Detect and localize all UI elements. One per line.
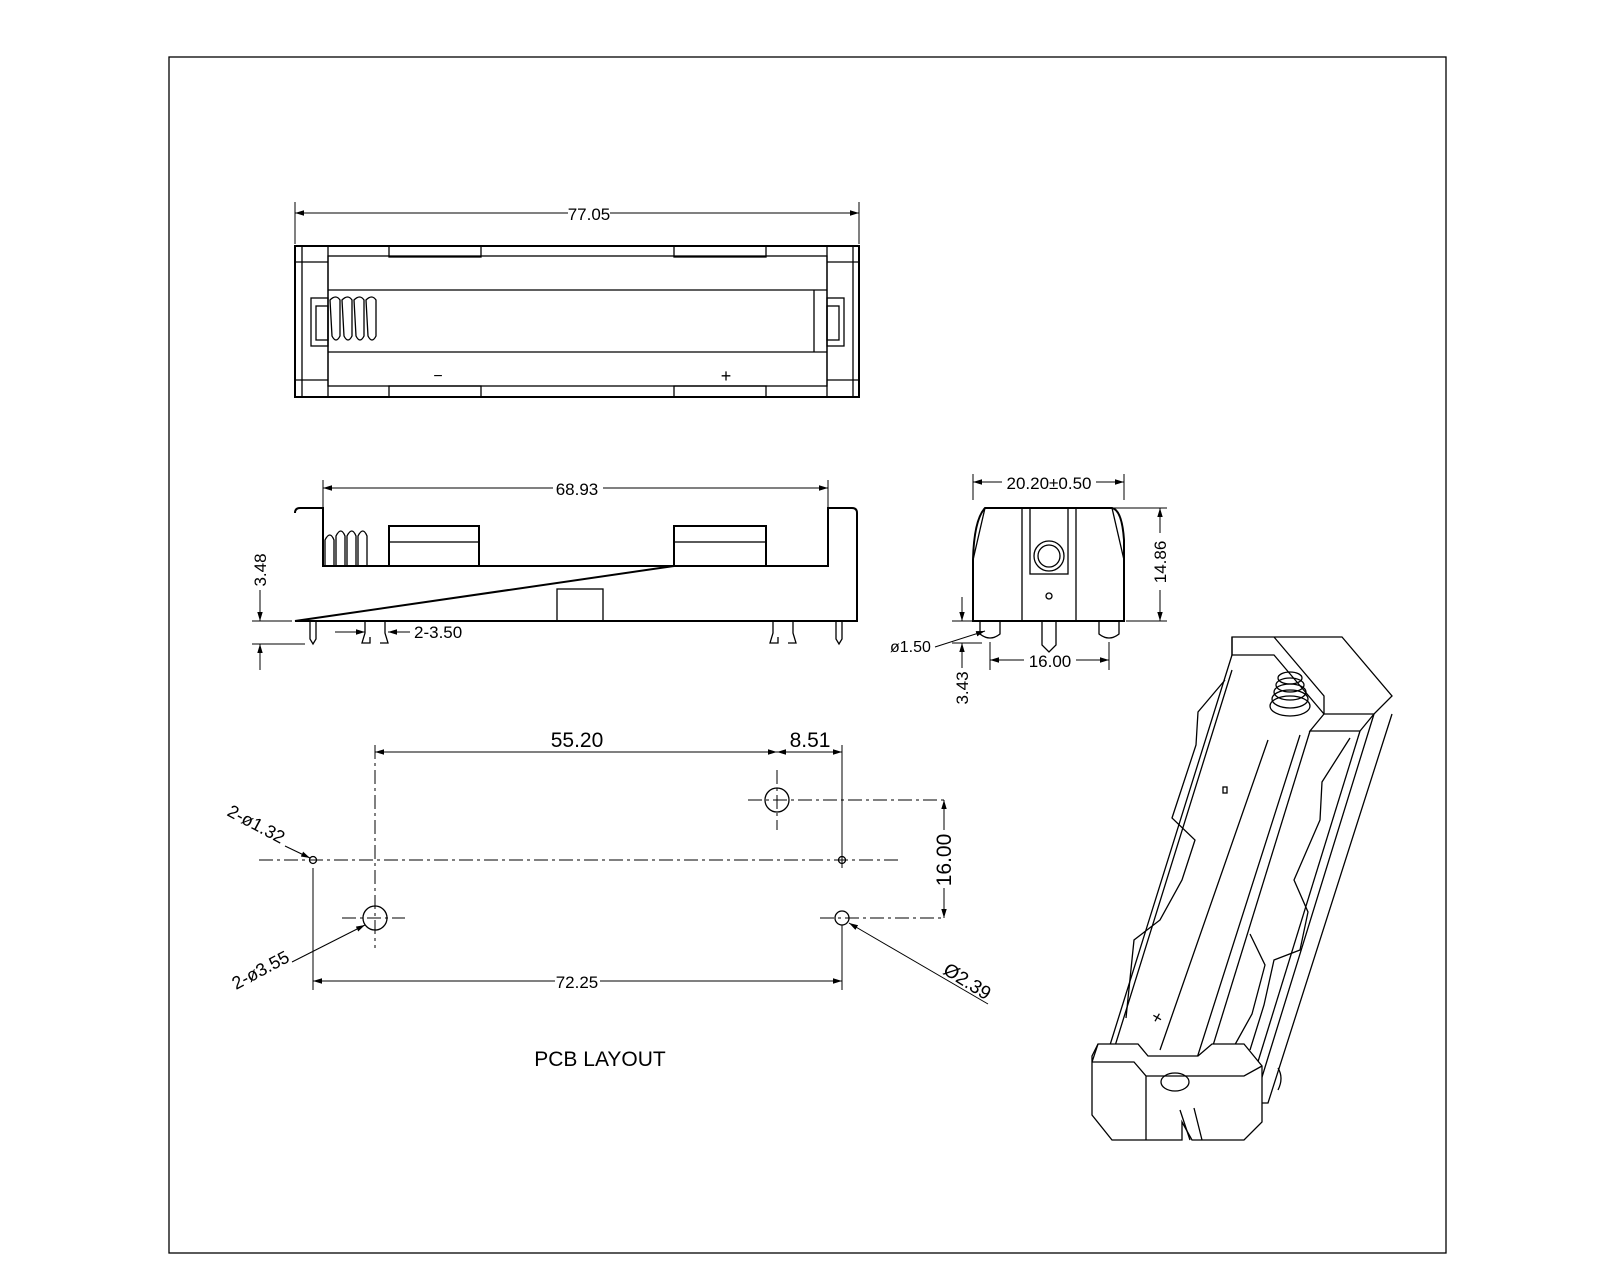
dim-8-51: 8.51 [790,729,831,752]
top-plus: + [721,366,732,386]
dim-16-00-pcb: 16.00 [933,834,956,887]
top-view: 77.05 − + [294,202,860,398]
drawing-frame [168,56,1447,1254]
dim-single-hole: Ø2.39 [939,959,994,1004]
side-view: 68.93 3.48 2-3.50 [251,480,858,670]
dim-72-25: 72.25 [556,973,599,992]
pcb-layout-title: PCB LAYOUT [534,1048,666,1071]
pcb-layout: 55.20 8.51 16.00 72.25 2-ø1.32 2-ø3.55 Ø… [224,729,994,1071]
dim-2-3-50: 2-3.50 [414,623,462,642]
end-view: 20.20±0.50 14.86 16.00 ø1.50 [890,474,1170,705]
dim-16-00-end: 16.00 [1029,652,1072,671]
dim-77-05: 77.05 [568,205,611,224]
top-minus: − [433,368,442,385]
dim-small-holes: 2-ø1.32 [224,801,288,848]
dim-3-43: 3.43 [953,671,972,704]
dim-3-48: 3.48 [251,553,270,586]
dim-20-20: 20.20±0.50 [1007,474,1092,493]
isometric-view: + [1091,636,1393,1141]
dim-pin-dia: ø1.50 [890,639,931,656]
iso-plus: + [1146,1008,1169,1027]
dim-14-86: 14.86 [1151,541,1170,584]
dim-mount-holes: 2-ø3.55 [228,947,292,994]
dim-68-93: 68.93 [556,480,599,499]
dim-55-20: 55.20 [551,729,604,752]
